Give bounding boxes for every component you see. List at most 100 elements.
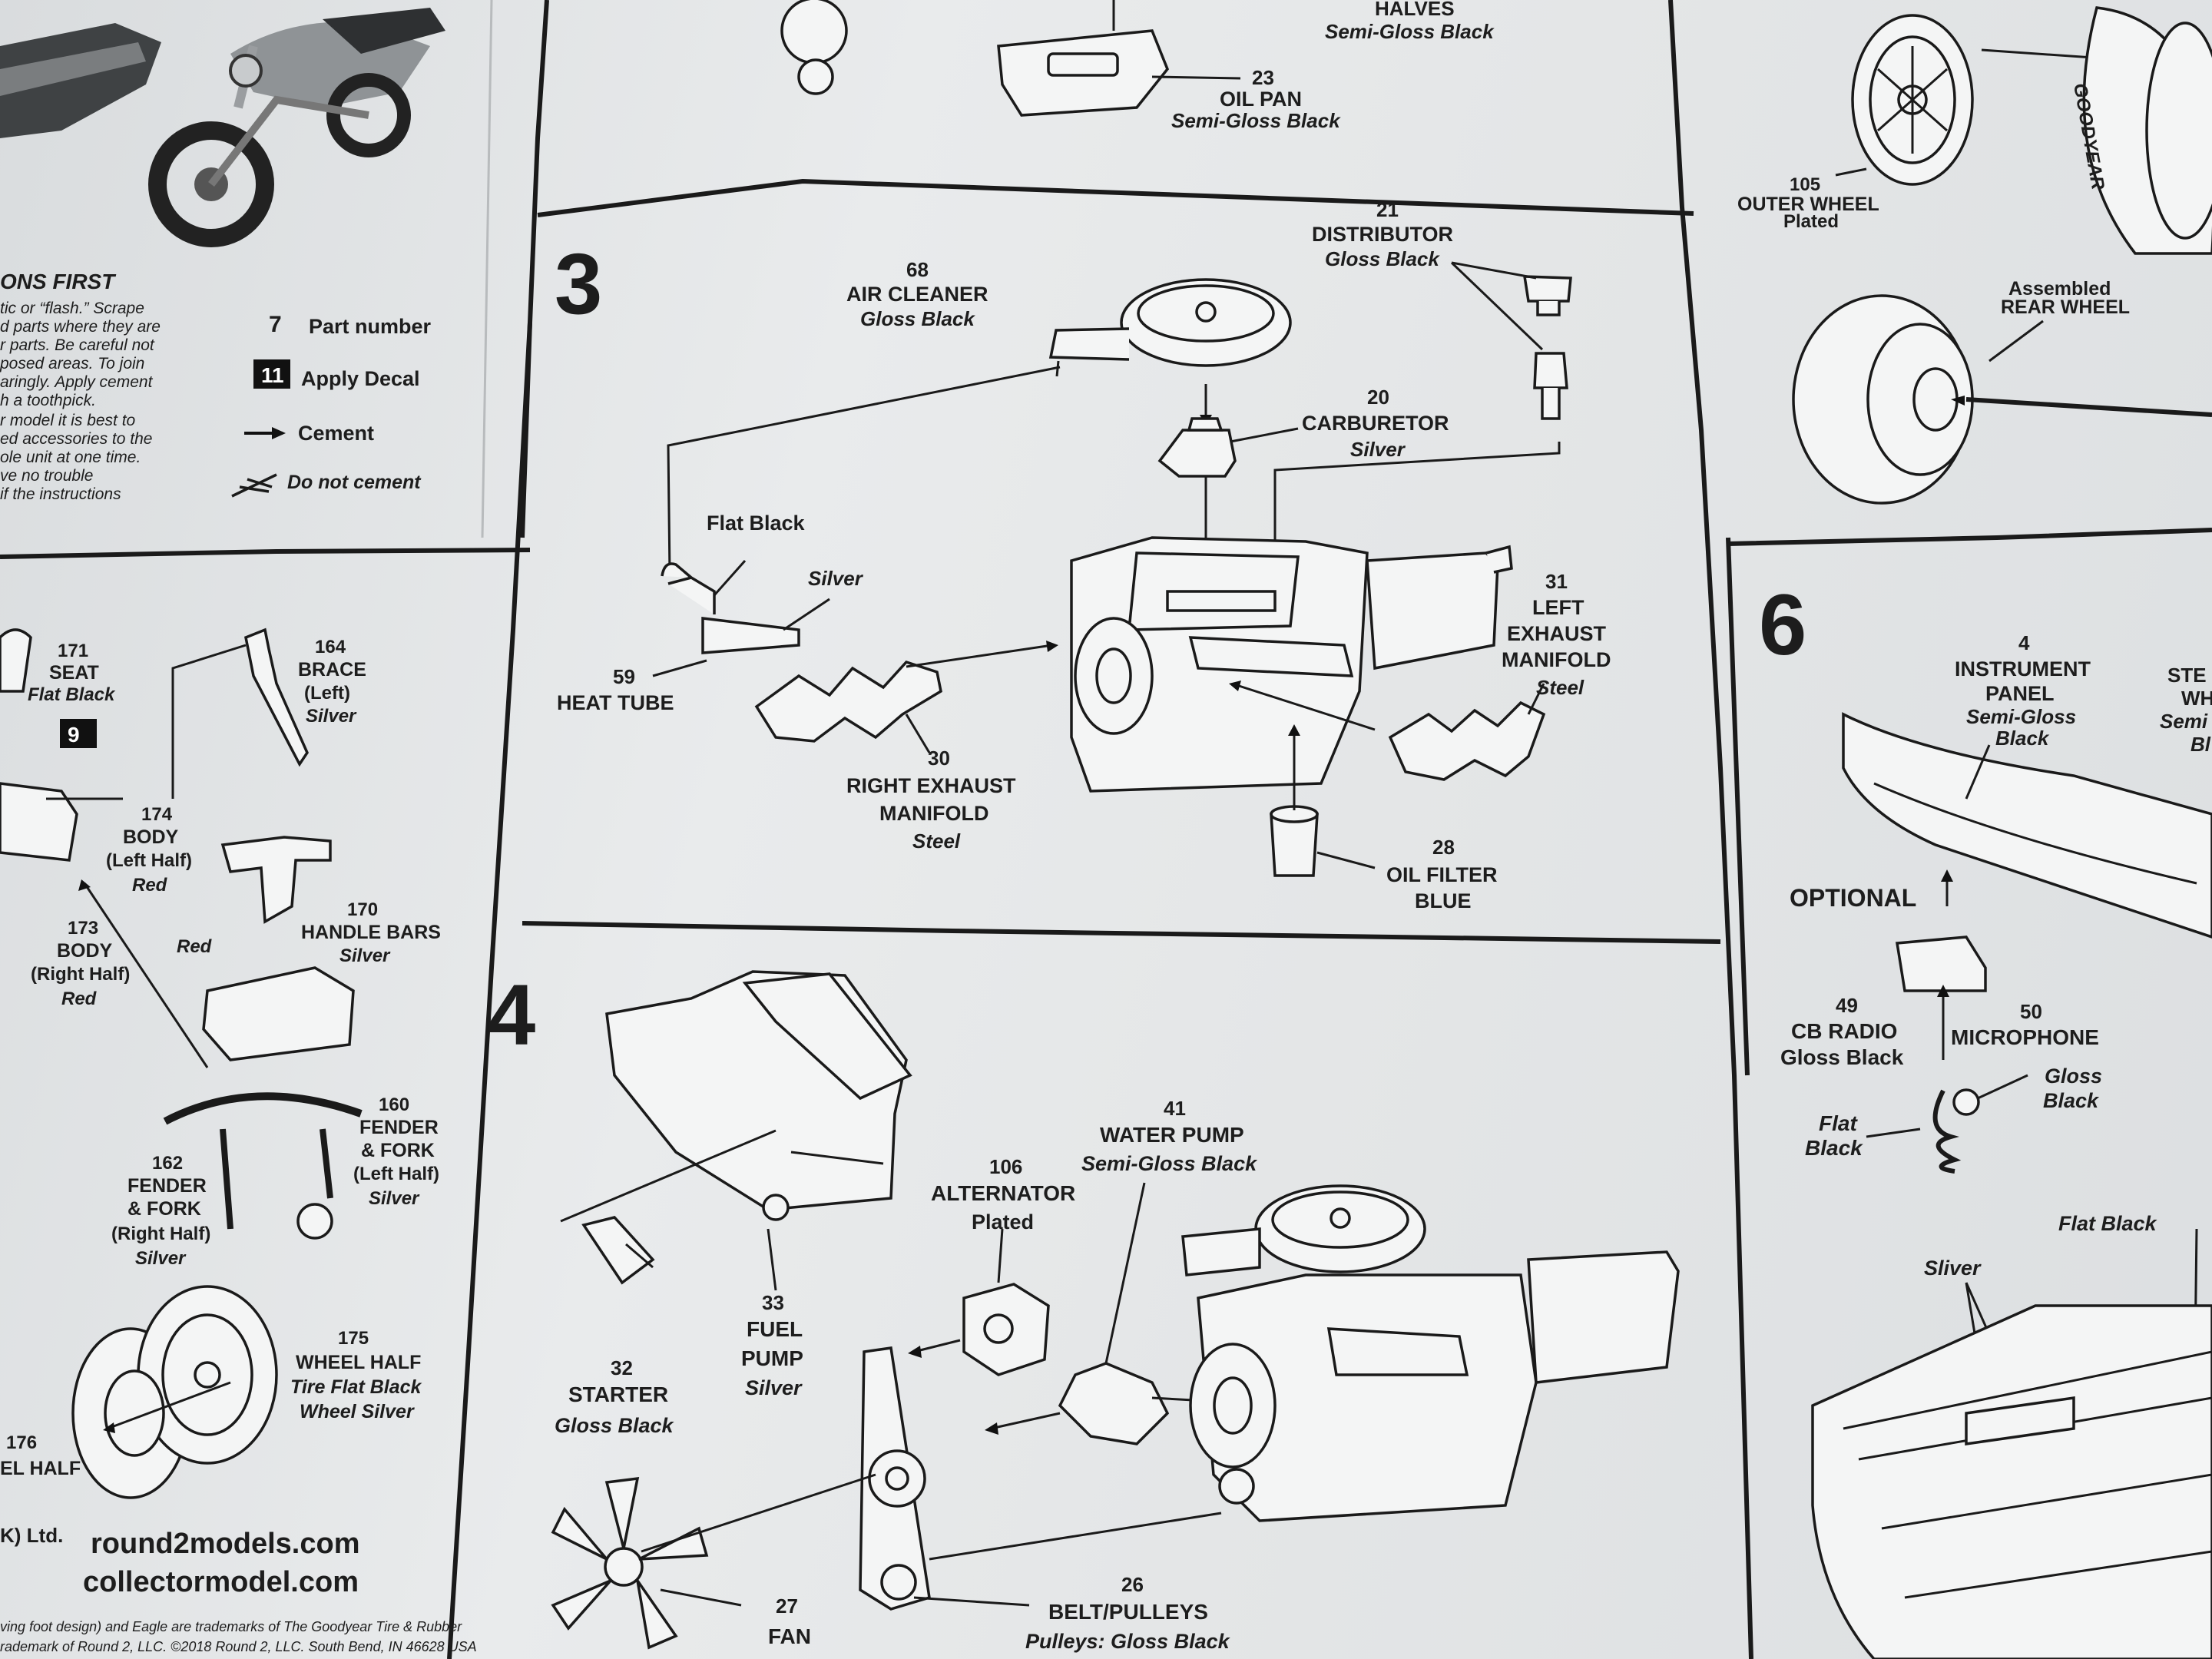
legend-line: r model it is best to — [0, 412, 136, 429]
label-handle-number: 170 — [347, 899, 378, 920]
instrument-panel-part — [1842, 712, 2212, 939]
label-fender-l-1: FENDER — [359, 1117, 439, 1138]
label-instrument-color-1: Semi-Gloss — [1966, 705, 2076, 728]
footer-url-round2: round2models.com — [91, 1528, 360, 1560]
label-distributor-number: 21 — [1376, 198, 1399, 221]
label-fan-number: 27 — [776, 1594, 798, 1618]
label-flat-2: Black — [1805, 1136, 1863, 1160]
label-fuel-pump-2: PUMP — [741, 1346, 803, 1370]
label-left-exhaust-3: MANIFOLD — [1502, 648, 1611, 671]
label-air-cleaner-color: Gloss Black — [860, 307, 975, 330]
label-heat-tube: HEAT TUBE — [557, 691, 674, 714]
decal-icon — [60, 719, 97, 748]
label-cb-number: 49 — [1836, 994, 1858, 1017]
do-not-cement-icon — [231, 473, 277, 498]
legend-line: if the instructions — [0, 485, 121, 503]
step-3-number: 3 — [555, 236, 602, 332]
label-right-exhaust-1: RIGHT EXHAUST — [846, 774, 1016, 797]
label-silver: Silver — [808, 567, 864, 590]
label-fuel-pump-number: 33 — [762, 1291, 784, 1314]
label-wheel-2: Tire Flat Black — [290, 1376, 422, 1398]
label-left-exhaust-number: 31 — [1545, 570, 1568, 593]
label-wheel-b: EL HALF — [0, 1458, 81, 1479]
decal-number: 9 — [68, 723, 80, 747]
label-body-left-color: Red — [132, 875, 168, 896]
label-left-exhaust-1: LEFT — [1532, 596, 1584, 619]
cement-arrow-icon — [244, 427, 286, 439]
motorcycle-frame-part — [163, 966, 363, 1240]
label-belt-color: Pulleys: Gloss Black — [1025, 1630, 1231, 1653]
label-ste-4: Bl — [2190, 733, 2211, 756]
label-cb-color: Gloss Black — [1780, 1045, 1904, 1069]
label-right-exhaust-2: MANIFOLD — [879, 802, 988, 825]
water-pump-part — [1058, 1362, 1170, 1445]
legend-line: r parts. Be careful not — [0, 336, 155, 354]
label-oil-pan-number: 23 — [1252, 66, 1274, 89]
fan-part — [551, 1476, 709, 1650]
legend-do-not-cement: Do not cement — [287, 472, 422, 493]
label-wheel-b-number: 176 — [6, 1432, 37, 1453]
legend-line: ed accessories to the — [0, 430, 152, 448]
label-fender-r-color: Silver — [135, 1248, 187, 1269]
label-fender-r-1: FENDER — [127, 1175, 207, 1197]
label-halves: HALVES — [1375, 0, 1455, 20]
label-seat-number: 171 — [58, 641, 88, 661]
label-oil-filter-color: BLUE — [1415, 889, 1472, 912]
label-optional: OPTIONAL — [1790, 884, 1916, 912]
label-body-left-number: 174 — [141, 804, 173, 825]
label-mic-number: 50 — [2020, 1000, 2042, 1023]
step-6: 6 4 INSTRUMENT PANEL Semi-Gloss Black ST… — [1759, 577, 2212, 1659]
label-fender-l-2: & FORK — [361, 1140, 435, 1161]
step-oil-pan: 23 OIL PAN Semi-Gloss Black HALVES Semi-… — [780, 0, 1495, 132]
legend-line: ve no trouble — [0, 467, 93, 485]
label-fender-l-side: (Left Half) — [353, 1164, 439, 1184]
label-heat-tube-number: 59 — [613, 665, 635, 688]
label-instrument-number: 4 — [2018, 631, 2030, 654]
label-flat-black: Flat Black — [2058, 1212, 2158, 1235]
label-wheel-3: Wheel Silver — [300, 1401, 415, 1422]
label-outer-wheel: OUTER WHEEL — [1737, 194, 1879, 215]
label-air-cleaner: AIR CLEANER — [846, 283, 988, 306]
label-instrument-color-2: Black — [1995, 727, 2050, 750]
fold-crease — [481, 0, 493, 538]
label-alternator-number: 106 — [989, 1155, 1022, 1178]
step-motorcycle: 171 SEAT Flat Black 9 164 BRACE (Left) S… — [0, 628, 441, 1499]
label-carburetor-number: 20 — [1367, 386, 1389, 409]
label-body-right-side: (Right Half) — [31, 964, 130, 985]
legend-cement: Cement — [298, 422, 374, 445]
label-assembled: Assembled — [2008, 278, 2111, 300]
legend-body: tic or “flash.” Scrape d parts where the… — [0, 300, 161, 503]
label-brace-color: Silver — [306, 706, 357, 727]
label-mic-color-1: Gloss — [2045, 1065, 2102, 1088]
label-fender-r-number: 162 — [152, 1153, 183, 1174]
cb-radio-part — [1895, 935, 1987, 992]
label-distributor-color: Gloss Black — [1325, 247, 1440, 270]
legend-apply-decal: Apply Decal — [301, 367, 420, 390]
legend-line: d parts where they are — [0, 318, 161, 336]
label-outer-wheel-number: 105 — [1790, 174, 1820, 195]
label-seat-color: Flat Black — [28, 684, 116, 705]
footer-fine-print-2: rademark of Round 2, LLC. ©2018 Round 2,… — [0, 1639, 477, 1654]
label-brace-number: 164 — [315, 637, 346, 657]
label-instrument-2: PANEL — [1985, 682, 2055, 705]
label-brace-side: (Left) — [304, 683, 350, 704]
interior-tub-part — [1811, 1304, 2212, 1659]
label-ste-1: STE — [2167, 664, 2207, 687]
legend-part-number-symbol: 7 — [269, 312, 282, 337]
legend-part-number: Part number — [309, 315, 432, 338]
label-body-left-side: (Left Half) — [106, 850, 192, 871]
label-oil-filter: OIL FILTER — [1386, 863, 1498, 886]
step-5-wheels: GOODYEAR 105 OUTER WHEEL Plated Assemble… — [1737, 6, 2212, 505]
motorcycle-photo — [0, 8, 445, 247]
label-rear-wheel: REAR WHEEL — [2001, 296, 2130, 318]
decal-icon-number: 11 — [261, 363, 284, 387]
label-starter-number: 32 — [611, 1356, 633, 1379]
label-alternator: ALTERNATOR — [931, 1181, 1075, 1205]
engine-assembly-step4 — [1181, 1184, 1680, 1522]
label-carburetor-color: Silver — [1350, 438, 1406, 461]
label-halves-color: Semi-Gloss Black — [1325, 20, 1495, 43]
label-right-exhaust-color: Steel — [912, 830, 961, 853]
legend-line: ole unit at one time. — [0, 449, 141, 466]
